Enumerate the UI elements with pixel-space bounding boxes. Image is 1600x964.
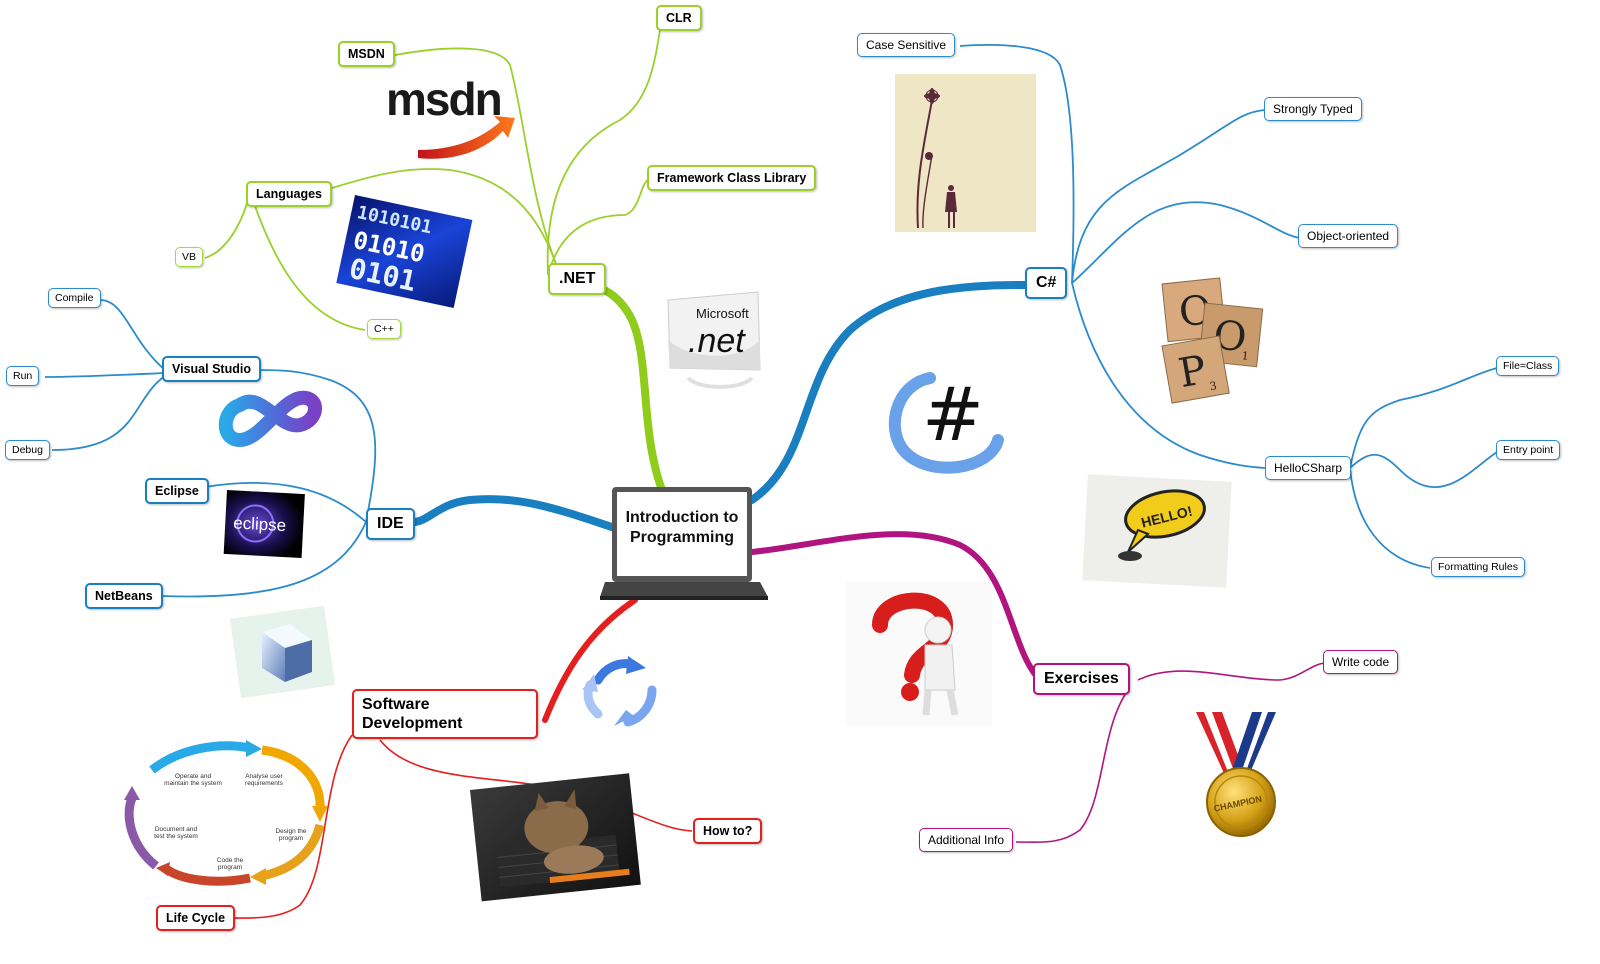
msdn-logo-image: msdn — [386, 73, 515, 159]
topic-clr[interactable]: CLR — [656, 5, 702, 31]
topic-ide[interactable]: IDE — [366, 508, 415, 540]
software-development-line2: Development — [362, 715, 463, 732]
svg-text:msdn: msdn — [386, 73, 501, 125]
topic-cpp[interactable]: C++ — [367, 319, 401, 339]
netbeans-logo-image — [229, 605, 336, 699]
topic-write-code[interactable]: Write code — [1323, 650, 1399, 674]
topic-how-to[interactable]: How to? — [693, 818, 763, 844]
central-topic-line1: Introduction to — [625, 509, 739, 526]
laptop-icon — [600, 487, 768, 600]
svg-text:.net: .net — [688, 322, 746, 360]
topic-formatting-rules[interactable]: Formatting Rules — [1431, 557, 1525, 577]
topic-software-development[interactable]: Software Development — [352, 689, 538, 739]
visual-studio-logo-image — [218, 390, 322, 447]
topic-debug[interactable]: Debug — [5, 440, 50, 460]
topic-life-cycle[interactable]: Life Cycle — [156, 905, 236, 931]
topic-case-sensitive[interactable]: Case Sensitive — [857, 33, 956, 57]
topic-vb[interactable]: VB — [175, 247, 204, 267]
topic-csharp[interactable]: C# — [1025, 267, 1068, 299]
topic-msdn[interactable]: MSDN — [338, 41, 395, 67]
recycle-arrows-icon — [582, 656, 657, 727]
topic-object-oriented[interactable]: Object-oriented — [1298, 224, 1399, 248]
topic-net[interactable]: .NET — [548, 263, 607, 295]
branch-exercises — [749, 531, 1043, 683]
svg-text:eclipse: eclipse — [233, 513, 287, 535]
flower-sketch-image — [895, 74, 1036, 232]
binary-code-image: 1010101 01010 0101 — [336, 195, 473, 308]
question-mark-figure-image — [846, 582, 992, 726]
svg-text:#: # — [922, 372, 984, 458]
svg-text:1: 1 — [1241, 349, 1249, 363]
topic-exercises[interactable]: Exercises — [1033, 663, 1130, 695]
medal-image: CHAMPION — [1196, 712, 1276, 837]
topic-run[interactable]: Run — [6, 366, 40, 386]
hello-speech-bubble-image: HELLO! — [1082, 474, 1232, 588]
microsoft-net-logo-image: Microsoft .net — [667, 291, 761, 389]
branch-ide — [411, 495, 619, 532]
branch-csharp — [748, 281, 1034, 504]
csharp-hash-sketch-icon: # — [888, 372, 1004, 474]
branch-net — [581, 281, 666, 494]
svg-text:Microsoft: Microsoft — [696, 306, 749, 321]
branch-softdev — [542, 597, 638, 723]
eclipse-logo-image: eclipse — [223, 489, 305, 558]
software-development-line1: Software — [362, 696, 430, 713]
svg-text:3: 3 — [1209, 379, 1218, 393]
central-topic[interactable]: Introduction to Programming — [617, 508, 747, 548]
topic-file-class[interactable]: File=Class — [1496, 356, 1560, 376]
topic-strongly-typed[interactable]: Strongly Typed — [1264, 97, 1362, 121]
topic-framework-class-library[interactable]: Framework Class Library — [647, 165, 817, 191]
cat-on-laptop-image — [469, 773, 641, 902]
topic-compile[interactable]: Compile — [48, 288, 101, 308]
life-cycle-diagram — [124, 740, 328, 886]
topic-visual-studio[interactable]: Visual Studio — [162, 356, 261, 382]
central-topic-line2: Programming — [629, 529, 734, 546]
oop-tiles-image: O O 1 P 3 — [1161, 277, 1264, 404]
topic-hellocsharp[interactable]: HelloCSharp — [1265, 456, 1352, 480]
topic-eclipse[interactable]: Eclipse — [145, 478, 209, 504]
topic-languages[interactable]: Languages — [246, 181, 332, 207]
topic-entry-point[interactable]: Entry point — [1496, 440, 1561, 460]
topic-additional-info[interactable]: Additional Info — [919, 828, 1014, 852]
topic-netbeans[interactable]: NetBeans — [85, 583, 163, 609]
